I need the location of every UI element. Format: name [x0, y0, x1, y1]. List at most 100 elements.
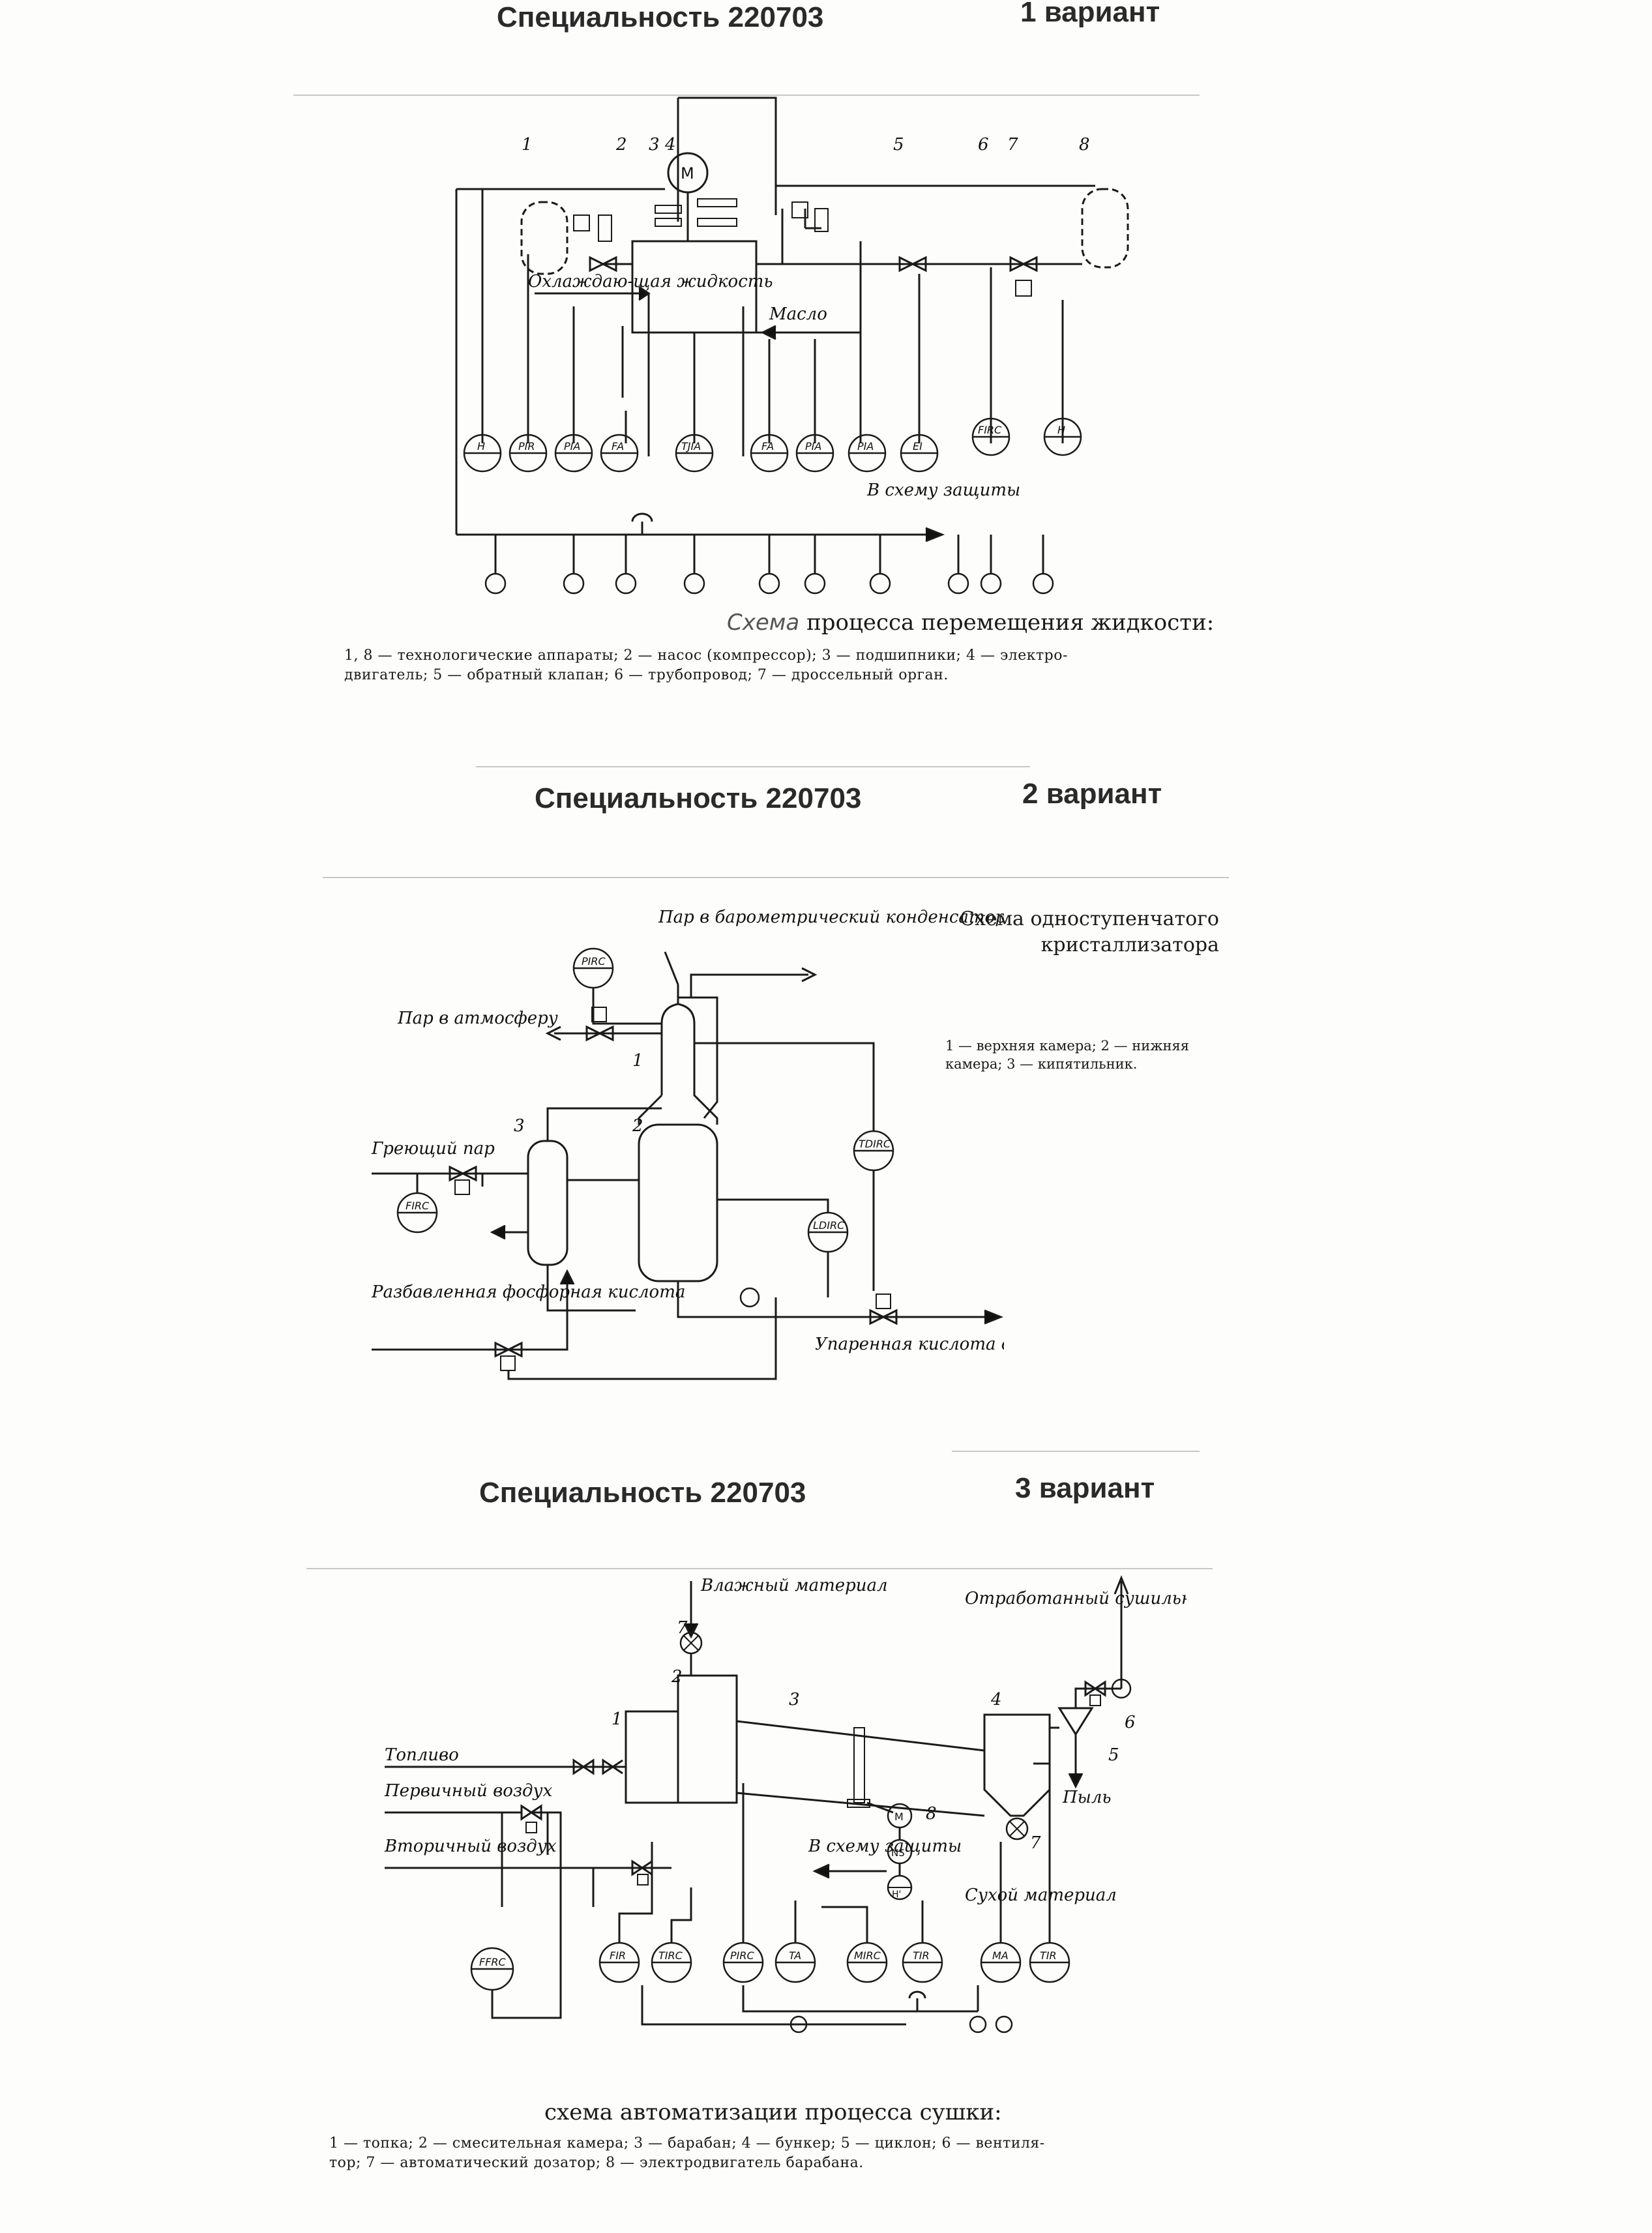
inst-1-3: PIA [564, 440, 580, 452]
label-dust: Пыль [1062, 1788, 1112, 1807]
label-fuel: Топливо [385, 1745, 459, 1765]
inst-1-6: FA [761, 440, 774, 452]
inst-2-3: TDIRC [859, 1138, 891, 1150]
label-protection: В схему защиты [866, 481, 1020, 500]
label-exhaust: Отработанный сушильный агент [965, 1589, 1187, 1608]
num3-7a: 7 [677, 1618, 688, 1638]
label-protection-3: В схему защиты [808, 1837, 962, 1856]
section2-scan-edge [323, 877, 1229, 878]
section3-header-variant: 3 вариант [1015, 1472, 1155, 1504]
inst-3-7: TIR [913, 1949, 930, 1962]
throttle-7 [1009, 256, 1038, 273]
section1-header-specialty: Специальность 220703 [497, 1, 824, 33]
upper-chamber [638, 1003, 718, 1125]
num2-1: 1 [632, 1051, 643, 1071]
section1-header-variant: 1 вариант [1020, 0, 1160, 28]
inst-3-5: TA [789, 1949, 801, 1962]
inst-3-3: TIRC [658, 1949, 683, 1962]
label-cooling: Охлаждаю-щая жидкость [528, 272, 773, 291]
label-steam-cond: Пар в барометрический конденсатор [658, 908, 1004, 927]
vessel-1 [520, 201, 568, 275]
num3-7b: 7 [1030, 1833, 1041, 1853]
label-primary-air: Первичный воздух [384, 1781, 553, 1801]
section3-header-specialty: Специальность 220703 [479, 1477, 806, 1509]
inst-3-6: MIRC [854, 1949, 881, 1962]
num3-2: 2 [671, 1667, 683, 1687]
label-heating-steam: Греющий пар [371, 1139, 495, 1159]
num-6: 6 [978, 135, 989, 155]
s3-motor-label: M [894, 1811, 904, 1823]
section2-side-caption-title: Схема одноступенчатого кристаллизатора [960, 908, 1219, 956]
bearing-left-top [655, 205, 682, 214]
label-secondary-air: Вторичный воздух [384, 1837, 557, 1856]
num3-5: 5 [1108, 1745, 1119, 1765]
section1-caption-title: Схема процесса перемещения жидкости: [727, 610, 1214, 636]
inst-3-9: TIR [1040, 1949, 1057, 1962]
section3-caption-line1: 1 — топка; 2 — смесительная камера; 3 — … [329, 2135, 1045, 2152]
section2-diagram: PIRC FIRC TDIRC LDIRC Пар в барометричес… [371, 908, 1004, 1380]
num-7: 7 [1007, 135, 1018, 155]
label-oil: Масло [769, 304, 827, 324]
furnace [625, 1710, 679, 1804]
section2-scan-edge-top [476, 766, 1030, 767]
lower-chamber [638, 1123, 718, 1282]
drum [736, 1720, 985, 1817]
section3-scan-edge-top [952, 1451, 1200, 1452]
label-wet: Влажный материал [700, 1576, 888, 1595]
num3-1: 1 [612, 1709, 623, 1729]
label-dry: Сухой материал [965, 1885, 1117, 1905]
inst-1-11: H [1057, 424, 1065, 436]
section2-side-caption-text: 1 — верхняя камера; 2 — нижняя камера; 3… [945, 1038, 1190, 1072]
boiler [527, 1140, 568, 1266]
num3-8: 8 [926, 1804, 937, 1824]
inst-1-8: PIA [857, 440, 874, 452]
section2-header-variant: 2 вариант [1022, 778, 1162, 810]
mixing-chamber [677, 1674, 738, 1804]
inst-3-1: FFRC [479, 1956, 507, 1968]
num2-2: 2 [632, 1116, 643, 1136]
inst-2-2: FIRC [406, 1200, 430, 1212]
inst-3-2: FIR [610, 1949, 626, 1962]
num-3: 3 [649, 135, 660, 155]
section1-caption-line2: двигатель; 5 — обратный клапан; 6 — труб… [344, 667, 949, 683]
label-product: Упаренная кислота с кристаллами [815, 1335, 1004, 1354]
bearing-right-top [697, 198, 737, 207]
check-valve-5 [898, 256, 927, 273]
bearing-right-bottom [697, 218, 737, 227]
section3-scan-edge [306, 1568, 1213, 1569]
section1-caption-line1: 1, 8 — технологические аппараты; 2 — нас… [344, 647, 1068, 664]
section1-caption-handwritten: Схема [727, 610, 800, 636]
inst-2-4: LDIRC [813, 1219, 845, 1232]
inst-1-10: FIRC [978, 424, 1002, 436]
section3-caption-title: схема автоматизации процесса сушки: [544, 2099, 1002, 2125]
section1-caption-title-text: процесса перемещения жидкости: [806, 610, 1215, 636]
section3-diagram: FFRC FIR TIRC PIRC TA MIRC TIR MA TIR M … [384, 1575, 1187, 2033]
inst-2-1: PIRC [582, 955, 606, 968]
motor-label: M [681, 164, 694, 183]
inst-1-1: H [477, 440, 485, 452]
vessel-8 [1081, 188, 1129, 269]
num-1: 1 [522, 135, 533, 155]
section1-scan-edge [293, 95, 1200, 96]
s3-ns-label: NS [891, 1847, 905, 1859]
num3-6: 6 [1125, 1713, 1136, 1732]
section1-diagram: M [455, 96, 1129, 595]
section2-header-specialty: Специальность 220703 [535, 782, 862, 814]
bearing-left-bottom [655, 218, 682, 227]
num-4: 4 [664, 135, 676, 155]
s3-h-label: H' [892, 1889, 901, 1900]
inst-3-4: PIRC [730, 1949, 754, 1962]
bunker [983, 1713, 1051, 1817]
num-8: 8 [1079, 135, 1090, 155]
inst-1-9: EI [913, 440, 922, 452]
num2-3: 3 [514, 1116, 525, 1136]
num3-3: 3 [789, 1690, 800, 1709]
inst-1-2: PIR [518, 440, 535, 452]
label-steam-atm: Пар в атмосферу [397, 1009, 558, 1028]
cyclone [1057, 1707, 1094, 1777]
inst-1-4: FA [612, 440, 624, 452]
section3-caption-line2: тор; 7 — автоматический дозатор; 8 — эле… [329, 2155, 864, 2171]
num3-4: 4 [990, 1690, 1002, 1709]
inst-3-8: MA [992, 1949, 1009, 1962]
